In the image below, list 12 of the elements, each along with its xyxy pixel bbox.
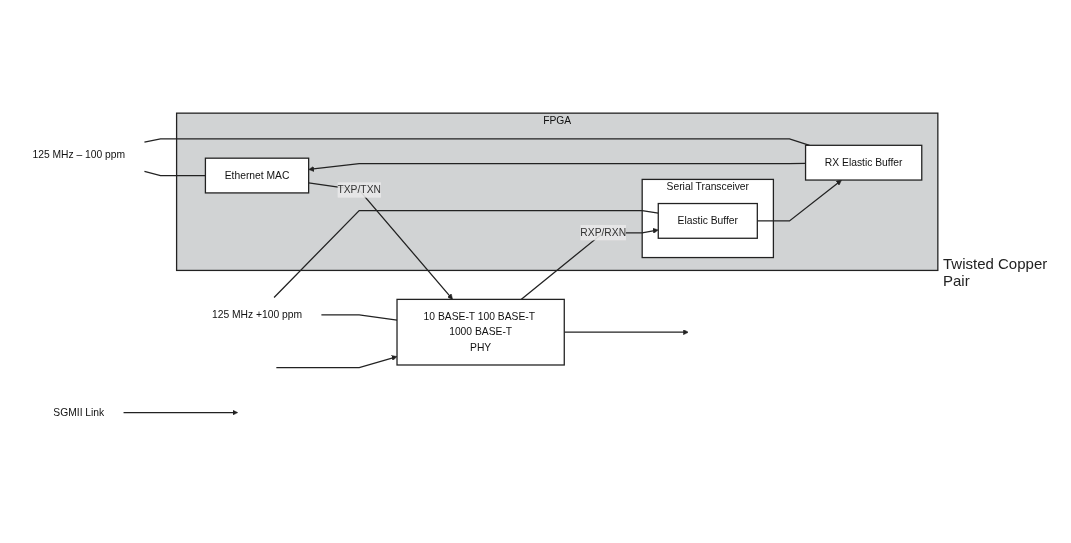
block-box: Elastic Buffer	[657, 202, 758, 239]
block-box: Ethernet MAC	[204, 157, 310, 194]
cable-label: Twisted Copper Pair	[943, 254, 1049, 289]
edge-label: RXP/RXN	[580, 226, 627, 238]
arrow	[122, 409, 238, 416]
clock-label: 125 MHz +100 ppm	[212, 308, 303, 320]
clock-label: SGMII Link	[53, 406, 105, 418]
arrow	[275, 355, 398, 369]
clock-label: 125 MHz – 100 ppm	[32, 149, 126, 161]
block-box: 10 BASE-T 100 BASE-T 1000 BASE-T PHY	[396, 298, 565, 366]
block-box: RX Elastic Buffer	[804, 144, 923, 181]
edge-label: TXP/TXN	[337, 184, 381, 196]
